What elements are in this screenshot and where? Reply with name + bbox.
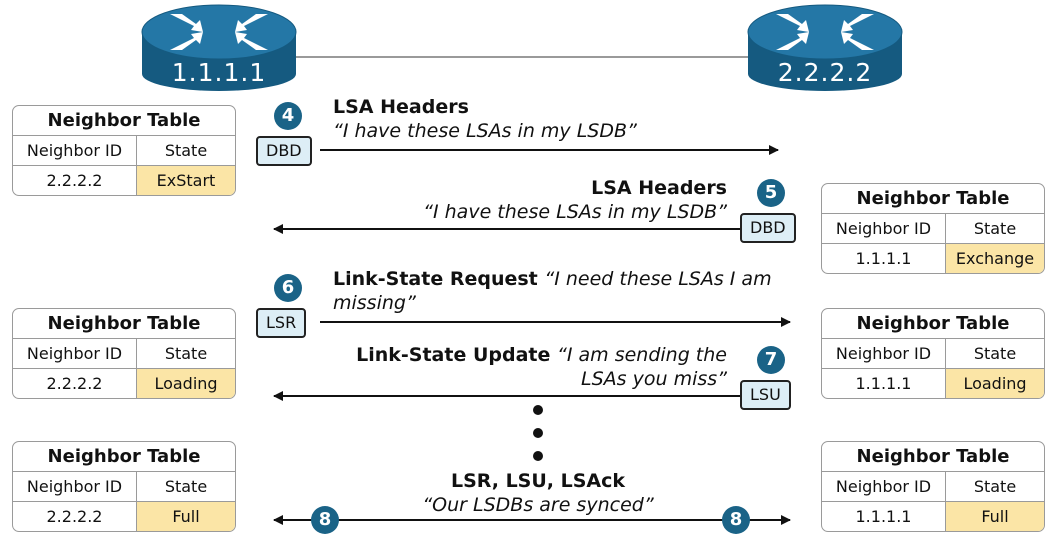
- step-8-quote: “Our LSDBs are synced”: [422, 494, 654, 516]
- step-5-heading: LSA Headers: [591, 177, 727, 199]
- neighbor-table-r1-loading: Neighbor Table Neighbor ID State 2.2.2.2…: [12, 308, 236, 399]
- neighbor-id-value: 1.1.1.1: [822, 244, 946, 273]
- neighbor-id-value: 1.1.1.1: [822, 369, 946, 398]
- router-icon: [141, 4, 297, 91]
- neighbor-table-r2-loading: Neighbor Table Neighbor ID State 1.1.1.1…: [821, 308, 1045, 399]
- ellipsis-dot: [533, 405, 543, 415]
- neighbor-table-r2-exchange: Neighbor Table Neighbor ID State 1.1.1.1…: [821, 183, 1045, 274]
- step-7-heading-line: Link-State Update “I am sending the: [356, 344, 727, 366]
- router-2-label: 2.2.2.2: [777, 58, 873, 87]
- step-6-heading-line: Link-State Request “I need these LSAs I …: [333, 268, 772, 290]
- step-7-quote-line1: “I am sending the: [557, 344, 727, 366]
- packet-lsr-label: LSR: [256, 308, 307, 338]
- neighbor-table-title: Neighbor Table: [13, 309, 235, 339]
- step-6-heading: Link-State Request: [333, 268, 538, 290]
- state-value: Full: [137, 502, 235, 531]
- neighbor-id-value: 2.2.2.2: [13, 166, 137, 195]
- state-value: Full: [946, 502, 1044, 531]
- step-4-quote: “I have these LSAs in my LSDB”: [333, 120, 637, 142]
- neighbor-id-value: 2.2.2.2: [13, 369, 137, 398]
- step-6-quote-line1: “I need these LSAs I am: [544, 268, 772, 290]
- col-neighbor-id: Neighbor ID: [822, 472, 946, 501]
- packet-dbd-label: DBD: [256, 136, 312, 166]
- col-state: State: [164, 477, 208, 496]
- col-neighbor-id: Neighbor ID: [13, 472, 137, 501]
- state-value: Loading: [137, 369, 235, 398]
- neighbor-table-r1-exstart: Neighbor Table Neighbor ID State 2.2.2.2…: [12, 105, 236, 196]
- step-8-badge-left: 8: [311, 506, 339, 534]
- col-state: State: [164, 141, 208, 160]
- step-5-quote: “I have these LSAs in my LSDB”: [423, 201, 727, 223]
- step-7-badge: 7: [757, 346, 785, 374]
- packet-dbd-label: DBD: [740, 213, 796, 243]
- neighbor-table-title: Neighbor Table: [13, 106, 235, 136]
- col-neighbor-id: Neighbor ID: [822, 214, 946, 243]
- step-4-heading: LSA Headers: [333, 96, 469, 118]
- neighbor-table-title: Neighbor Table: [822, 309, 1044, 339]
- neighbor-table-title: Neighbor Table: [822, 184, 1044, 214]
- neighbor-table-r2-full: Neighbor Table Neighbor ID State 1.1.1.1…: [821, 441, 1045, 532]
- neighbor-table-title: Neighbor Table: [13, 442, 235, 472]
- state-value: ExStart: [137, 166, 235, 195]
- col-neighbor-id: Neighbor ID: [822, 339, 946, 368]
- step-7-heading: Link-State Update: [356, 344, 551, 366]
- router-icon: [747, 4, 903, 91]
- step-7-quote-line2: LSAs you miss”: [581, 368, 727, 390]
- step-8-heading: LSR, LSU, LSAck: [450, 470, 626, 492]
- col-neighbor-id: Neighbor ID: [13, 339, 137, 368]
- ellipsis-dot: [533, 428, 543, 438]
- state-value: Loading: [946, 369, 1044, 398]
- step-8-badge-right: 8: [722, 506, 750, 534]
- col-state: State: [973, 477, 1017, 496]
- packet-lsu-label: LSU: [740, 380, 791, 410]
- neighbor-table-r1-full: Neighbor Table Neighbor ID State 2.2.2.2…: [12, 441, 236, 532]
- step-6-quote-line2: missing”: [333, 292, 416, 314]
- step-5-badge: 5: [757, 179, 785, 207]
- col-neighbor-id: Neighbor ID: [13, 136, 137, 165]
- col-state: State: [973, 344, 1017, 363]
- step-6-badge: 6: [274, 274, 302, 302]
- step-4-badge: 4: [274, 102, 302, 130]
- state-value: Exchange: [946, 244, 1044, 273]
- neighbor-id-value: 1.1.1.1: [822, 502, 946, 531]
- col-state: State: [973, 219, 1017, 238]
- router-1-label: 1.1.1.1: [171, 58, 267, 87]
- col-state: State: [164, 344, 208, 363]
- ellipsis-dot: [533, 451, 543, 461]
- neighbor-table-title: Neighbor Table: [822, 442, 1044, 472]
- neighbor-id-value: 2.2.2.2: [13, 502, 137, 531]
